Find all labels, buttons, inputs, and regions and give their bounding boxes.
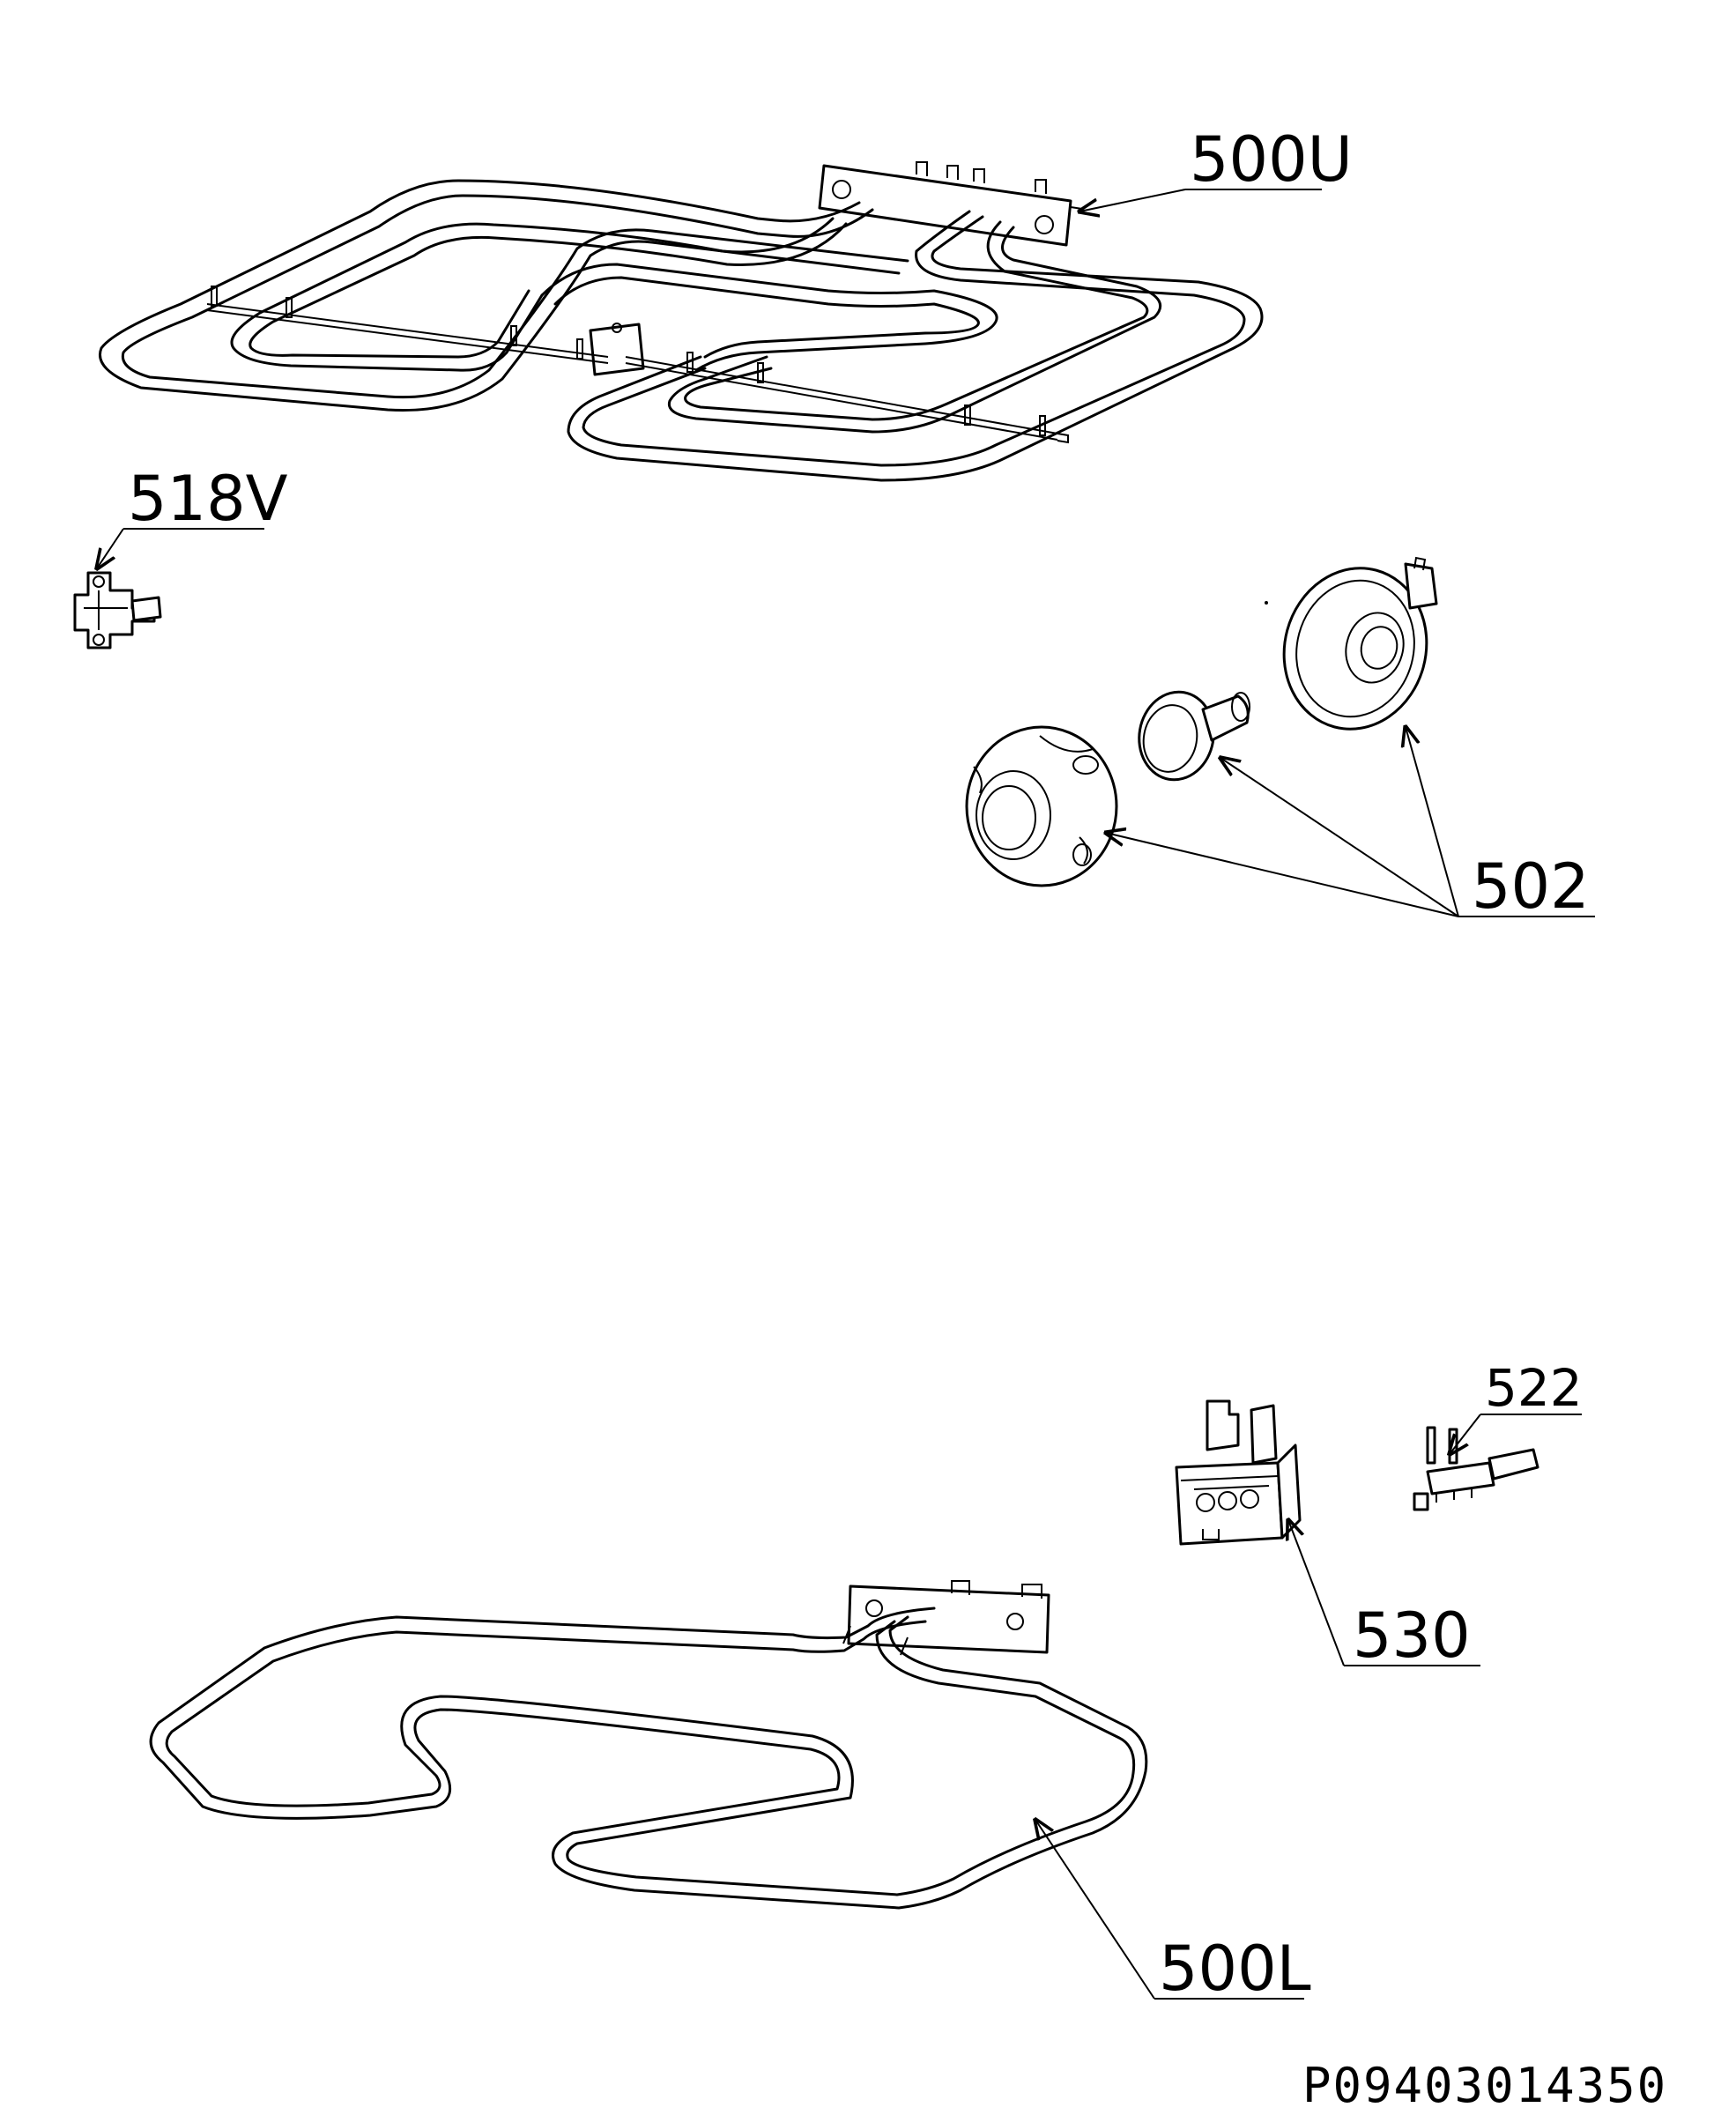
label-518v: 518V xyxy=(97,463,288,568)
lamp-assembly xyxy=(965,556,1438,887)
label-text: 530 xyxy=(1353,1599,1471,1672)
lower-heating-element xyxy=(149,1580,1148,1910)
terminal-block xyxy=(1175,1399,1302,1546)
lamp-holder xyxy=(1282,556,1438,731)
label-502: 502 xyxy=(1106,727,1595,923)
label-text: 522 xyxy=(1485,1358,1583,1418)
thermostat-part xyxy=(73,571,162,649)
document-code: P09403014350 xyxy=(1302,2058,1667,2113)
lamp-cover xyxy=(965,725,1118,887)
label-text: 500U xyxy=(1190,123,1353,196)
lamp-bulb xyxy=(1138,690,1250,782)
label-500u: 500U xyxy=(1079,123,1353,212)
upper-heating-element xyxy=(99,161,1264,482)
label-text: 518V xyxy=(128,463,288,535)
label-522: 522 xyxy=(1450,1358,1583,1454)
label-text: 500L xyxy=(1159,1933,1311,2005)
connector-part xyxy=(1413,1426,1539,1511)
label-500l: 500L xyxy=(1035,1820,1311,2005)
label-530: 530 xyxy=(1288,1520,1480,1672)
label-text: 502 xyxy=(1472,850,1590,923)
